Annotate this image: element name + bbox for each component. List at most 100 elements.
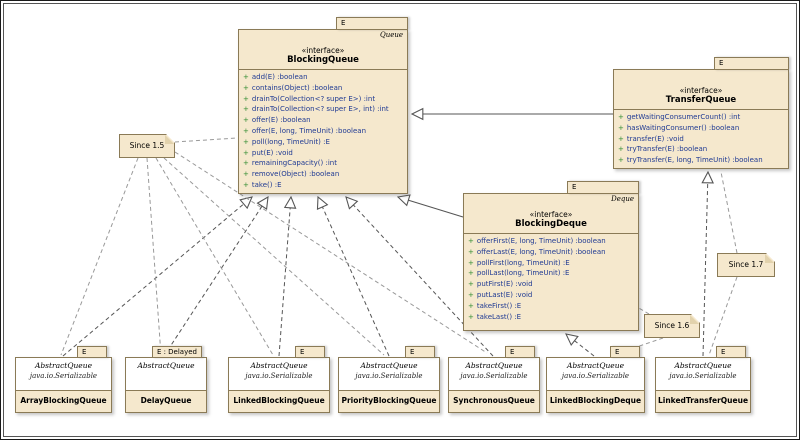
type-parameter: E : Delayed [156,348,197,356]
corner-label: Deque [611,195,634,203]
method: +putLast(E) :void [468,290,533,299]
superclass: AbstractQueue [465,361,523,370]
type-parameter-tab: E [714,57,789,70]
method: +take() :E [243,180,282,189]
stereotype: «interface» [679,86,723,95]
realization-linkedblockingqueue-blockingqueue [278,197,291,357]
note-text: Since 1.6 [654,321,690,330]
superclass: java.io.Serializable [460,372,528,380]
type-parameter: E [510,348,515,356]
method: +offerFirst(E, long, TimeUnit) :boolean [468,237,606,245]
type-parameter: E [721,348,726,356]
generalization-list: AbstractQueue [126,358,206,391]
method: +offer(E, long, TimeUnit) :boolean [243,126,367,135]
type-parameter: E [341,19,346,27]
note-line-since17-linkedtransferqueue [708,276,738,356]
method: +getWaitingConsumerCount() :int [618,113,741,121]
interface-blockingdeque[interactable]: E Deque «interface» BlockingDeque +offer… [463,181,639,331]
note-line-since15-arrayblockingqueue [60,157,139,356]
type-parameter: E [615,348,620,356]
superclass: java.io.Serializable [29,372,98,380]
method: +pollLast(long, TimeUnit) :E [468,269,570,278]
method: +add(E) :boolean [243,73,308,81]
class-linkedblockingdeque[interactable]: E AbstractQueue java.io.Serializable Link… [546,346,645,413]
note-since-1-5[interactable]: Since 1.5 [119,134,175,158]
type-parameter-tab: E [610,346,640,358]
method: +takeFirst() :E [468,301,522,310]
realization-linkedtransferqueue-transferqueue [703,172,708,357]
generalization-list: AbstractQueue java.io.Serializable [449,358,539,391]
note-line-since15-priorityblockingqueue [163,157,385,356]
note-line-since17-transferqueue [720,171,738,254]
interface-blockingqueue[interactable]: E Queue «interface» BlockingQueue +add(E… [238,17,408,194]
method: +drainTo(Collection<? super E>) :int [243,94,376,103]
type-parameter-tab: E : Delayed [151,346,202,358]
interface-name: BlockingDeque [464,219,638,234]
realization-linkedblockingdeque-blockingdeque [566,334,595,357]
note-line-since15-delayqueue [146,157,162,356]
type-parameter: E [300,348,305,356]
superclass: java.io.Serializable [561,372,630,380]
corner-label [614,70,788,82]
note-since-1-6[interactable]: Since 1.6 [644,314,700,338]
method: +transfer(E) :void [618,134,684,143]
method: +offer(E) :boolean [243,116,311,125]
method: +poll(long, TimeUnit) :E [243,137,330,146]
generalization-list: AbstractQueue java.io.Serializable [547,358,644,391]
class-name: LinkedBlockingDeque [549,396,642,405]
realization-arrayblockingqueue-blockingqueue [62,197,252,357]
superclass: AbstractQueue [566,361,625,370]
type-parameter-tab: E [336,17,408,30]
type-parameter: E [410,348,415,356]
realization-priorityblockingqueue-blockingqueue [318,197,390,357]
method: +contains(Object) :boolean [243,83,343,92]
method: +tryTransfer(E, long, TimeUnit) :boolean [618,156,763,165]
generalization-list: AbstractQueue java.io.Serializable [16,358,111,391]
stereotype: «interface» [529,210,573,219]
type-parameter-tab: E [295,346,325,358]
realization-delayqueue-blockingqueue [163,197,268,357]
method-list: +getWaitingConsumerCount() :int+hasWaiti… [614,110,788,166]
interface-name: TransferQueue [614,95,788,110]
superclass: java.io.Serializable [669,372,737,380]
class-priorityblockingqueue[interactable]: E AbstractQueue java.io.Serializable Prio… [338,346,440,413]
note-line-since16-blockingdeque [636,306,650,315]
superclass: AbstractQueue [34,361,93,370]
note-text: Since 1.5 [129,141,165,150]
type-parameter: E [572,183,577,191]
corner-label: Queue [379,31,403,39]
note-line-since15-linkedblockingqueue [155,157,274,356]
superclass: AbstractQueue [360,361,418,370]
method: +put(E) :void [243,148,293,157]
interface-transferqueue[interactable]: E «interface» TransferQueue +getWaitingC… [613,57,789,169]
generalization-list: AbstractQueue java.io.Serializable [339,358,439,391]
superclass: java.io.Serializable [355,372,423,380]
class-delayqueue[interactable]: E : Delayed AbstractQueue DelayQueue [125,346,207,413]
method: +remainingCapacity() :int [243,159,337,168]
generalization-blockingdeque-blockingqueue [398,197,464,218]
class-name: PriorityBlockingQueue [341,396,437,405]
type-parameter-tab: E [77,346,107,358]
type-parameter: E [719,59,724,67]
note-line-since15-synchronousqueue [174,151,488,354]
method: +takeLast() :E [468,312,522,321]
method: +drainTo(Collection<? super E>, int) :in… [243,105,389,114]
class-name: ArrayBlockingQueue [20,396,107,405]
method: +putFirst(E) :void [468,280,533,289]
generalization-list: AbstractQueue java.io.Serializable [656,358,750,391]
type-parameter-tab: E [567,181,639,194]
class-arrayblockingqueue[interactable]: E AbstractQueue java.io.Serializable Arra… [15,346,112,413]
stereotype: «interface» [301,46,345,55]
note-since-1-7[interactable]: Since 1.7 [717,253,775,277]
interface-name: BlockingQueue [239,55,407,70]
type-parameter-tab: E [505,346,535,358]
note-text: Since 1.7 [728,260,764,269]
superclass: AbstractQueue [137,361,195,370]
note-line-since15-blockingqueue [174,137,238,143]
superclass: AbstractQueue [674,361,732,370]
